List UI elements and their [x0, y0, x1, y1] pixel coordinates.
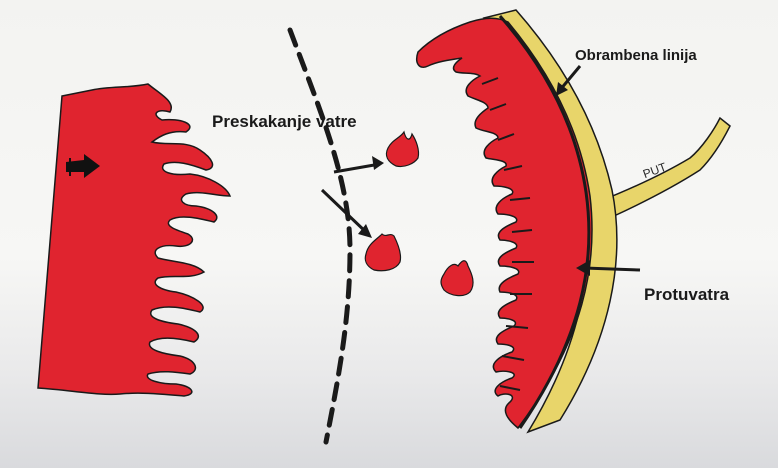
label-preskakanje-vatre: Preskakanje vatre	[212, 112, 357, 132]
arrow-icon	[372, 156, 384, 170]
left-flame-icon	[38, 84, 230, 396]
label-protuvatra: Protuvatra	[644, 285, 729, 305]
ember-icon	[386, 132, 418, 167]
ember-icon	[441, 261, 473, 296]
left-fire-front	[38, 84, 230, 396]
embers	[365, 132, 473, 296]
ember-arrows	[322, 156, 384, 238]
arrow-icon	[334, 164, 380, 172]
label-obrambena-linija: Obrambena linija	[575, 47, 697, 64]
arrow-icon	[322, 190, 368, 234]
spotting-boundary-line	[290, 30, 350, 442]
arrow-icon	[584, 268, 640, 270]
ember-icon	[365, 234, 400, 271]
